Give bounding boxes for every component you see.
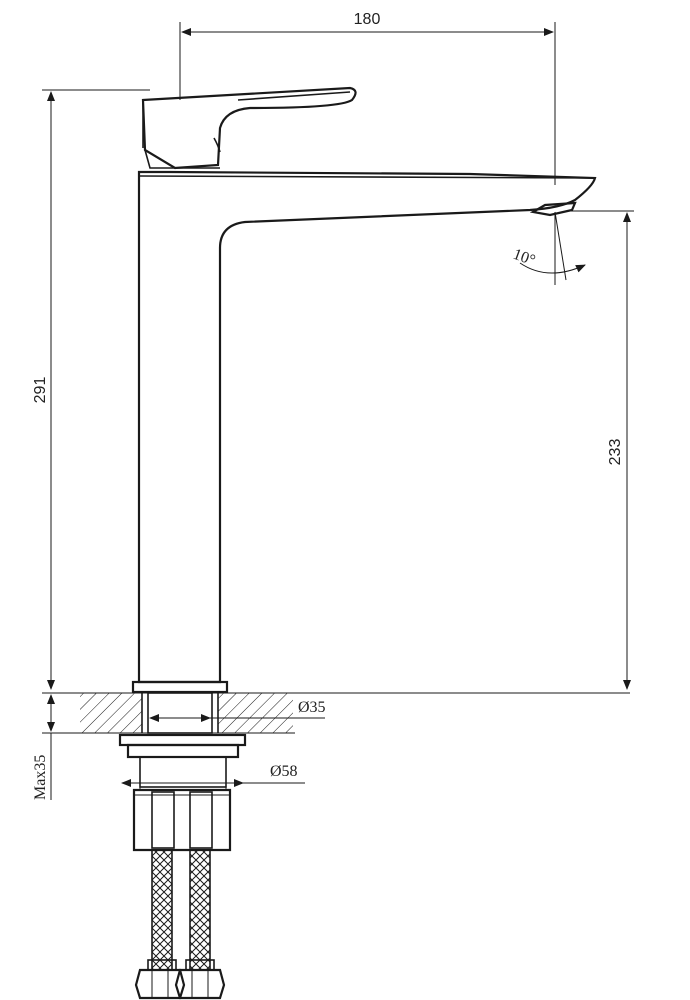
hose-right <box>174 849 226 1000</box>
base-ring <box>131 680 229 694</box>
countertop-section <box>42 692 630 734</box>
max-thickness-label: Max35 <box>32 755 49 800</box>
width-label: 180 <box>354 11 381 28</box>
spout-height-dimension: 233 <box>570 210 634 690</box>
hose-left <box>134 849 186 1000</box>
hole-label: Ø35 <box>298 699 326 716</box>
total-height-dimension: 291 <box>32 89 150 690</box>
spout-height-label: 233 <box>607 439 624 466</box>
faucet-body <box>131 86 597 694</box>
hole-dimension: Ø35 <box>149 699 326 722</box>
angle-label: 10° <box>511 246 538 270</box>
width-dimension: 180 <box>179 11 556 185</box>
mounting-nut: Ø58 <box>118 733 305 790</box>
total-height-label: 291 <box>32 377 49 404</box>
max-thickness-dimension: Max35 <box>32 694 55 800</box>
bottom-fitting <box>132 788 232 852</box>
handle-lever <box>141 86 357 170</box>
nut-label: Ø58 <box>270 763 298 780</box>
aerator <box>529 201 577 217</box>
body-column <box>137 170 597 684</box>
angle-indicator: 10° <box>511 211 586 285</box>
